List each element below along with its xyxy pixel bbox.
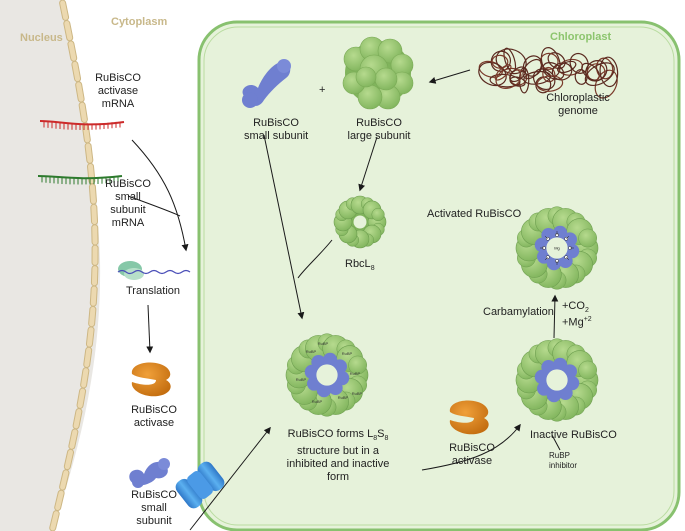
activase-mrna-label: RuBisCO activase mRNA — [86, 72, 150, 111]
inactive-rubisco-icon — [515, 338, 599, 422]
activase-protein-icon — [131, 362, 171, 397]
cp-large-subunit-line: RuBisCO — [356, 117, 402, 129]
cp-activase-line: RuBisCO — [449, 442, 495, 454]
l8s8-line2: structure but in a — [297, 445, 379, 458]
activase-mrna-line: mRNA — [101, 98, 135, 110]
rbcl8-complex-icon — [333, 195, 387, 249]
small-subunit-mrna-label: RuBisCO small subunit mRNA — [96, 178, 160, 230]
small-subunit-mrna-line: mRNA — [111, 217, 145, 229]
cp-small-subunit-label: RuBisCO small subunit — [244, 117, 308, 143]
cytoplasm-header: Cytoplasm — [111, 16, 168, 28]
rubp-inhibitor-line: RuBP — [549, 451, 570, 460]
co2-label: +CO2 — [562, 300, 589, 317]
flow-arrows — [127, 69, 561, 531]
l8s8-line3: inhibited and inactive — [286, 458, 390, 471]
carbamylation-label: Carbamylation — [483, 306, 554, 318]
rubp-tag: RuBP — [312, 399, 323, 404]
l8s8-line1: RuBisCO forms L8S8 — [274, 428, 402, 445]
cp-activase-label: RuBisCO activase — [442, 442, 502, 468]
cp-large-subunit-line: large subunit — [347, 130, 411, 142]
activated-rubisco-label: Activated RuBisCO — [427, 208, 522, 220]
small-subunit-mrna-line: subunit — [110, 204, 146, 216]
rubp-tag: RuBP — [342, 351, 353, 356]
small-subunit-mrna-line: RuBisCO — [105, 178, 151, 190]
chloroplast-inner-membrane — [203, 26, 675, 526]
chloroplast-import-channel-icon — [175, 461, 225, 509]
small-subunit-protein-line: subunit — [136, 515, 172, 527]
co2-main: +CO — [562, 300, 585, 312]
chloroplastic-genome-line: genome — [558, 105, 598, 117]
translation-label: Translation — [126, 285, 181, 297]
nucleus-header: Nucleus — [20, 32, 63, 44]
plus-sign: + — [319, 84, 326, 96]
cp-small-subunit-icon — [242, 59, 291, 108]
l8s8-text-b: S — [377, 428, 385, 440]
activase-protein-label: RuBisCO activase — [124, 404, 184, 430]
co2-sub: 2 — [584, 307, 589, 315]
l8s8-label: RuBisCO forms L8S8 structure but in a in… — [274, 428, 402, 484]
cp-activase-line: activase — [451, 455, 493, 467]
cp-large-subunit-icon — [342, 36, 414, 110]
chloroplast-header: Chloroplast — [550, 31, 612, 43]
cp-activase-icon — [449, 400, 489, 435]
small-subunit-protein-icon — [129, 458, 170, 488]
cp-small-subunit-line: RuBisCO — [253, 117, 299, 129]
rubp-inhibitor-label: RuBP inhibitor — [549, 451, 577, 471]
mg-main: +Mg — [562, 316, 584, 329]
l8s8-line4: form — [327, 471, 349, 484]
rubp-tag: RuBP — [318, 341, 329, 346]
inactive-rubisco-label: Inactive RuBisCO — [530, 429, 617, 441]
rubp-tag: RuBP — [350, 371, 361, 376]
translation-strand — [117, 269, 191, 275]
activase-mrna-line: RuBisCO — [95, 72, 141, 84]
mg-tag: Mg — [554, 246, 560, 251]
mg-sup: +2 — [583, 316, 592, 323]
l8s8-text-a: RuBisCO forms L — [287, 428, 374, 440]
cp-large-subunit-label: RuBisCO large subunit — [346, 117, 412, 143]
chloroplastic-genome-label: Chloroplastic genome — [533, 92, 623, 118]
small-subunit-mrna-line: small — [115, 191, 141, 203]
rbcl8-sub: 8 — [370, 265, 375, 273]
rubp-inhibitor-line: inhibitor — [549, 461, 578, 470]
rubp-tag: RuBP — [306, 349, 317, 354]
small-subunit-protein-line: RuBisCO — [131, 489, 177, 501]
l8s8-sub-b: 8 — [384, 435, 389, 443]
nuclear-envelope — [49, 0, 99, 531]
activase-protein-line: RuBisCO — [131, 404, 177, 416]
rubp-tag: RuBP — [338, 395, 349, 400]
rubp-tag: RuBP — [352, 391, 363, 396]
chloroplastic-genome-icon — [478, 47, 619, 99]
nucleus-region — [0, 0, 101, 531]
mg-label: +Mg+2 — [562, 313, 592, 330]
l8s8-sub-a: 8 — [373, 435, 378, 443]
small-subunit-protein-line: small — [141, 502, 167, 514]
chloroplastic-genome-line: Chloroplastic — [546, 92, 610, 104]
small-subunit-mrna — [37, 175, 123, 185]
cp-small-subunit-line: small subunit — [244, 130, 309, 142]
activated-rubisco-icon: Mg — [515, 206, 599, 290]
activase-protein-line: activase — [133, 417, 175, 429]
rbcl8-main: RbcL — [345, 258, 371, 270]
rbcl8-label: RbcL8 — [345, 258, 375, 275]
small-subunit-protein-label: RuBisCO small subunit — [124, 489, 184, 528]
rubp-tag: RuBP — [296, 377, 307, 382]
activase-mrna — [39, 120, 125, 130]
activase-mrna-line: activase — [97, 85, 139, 97]
